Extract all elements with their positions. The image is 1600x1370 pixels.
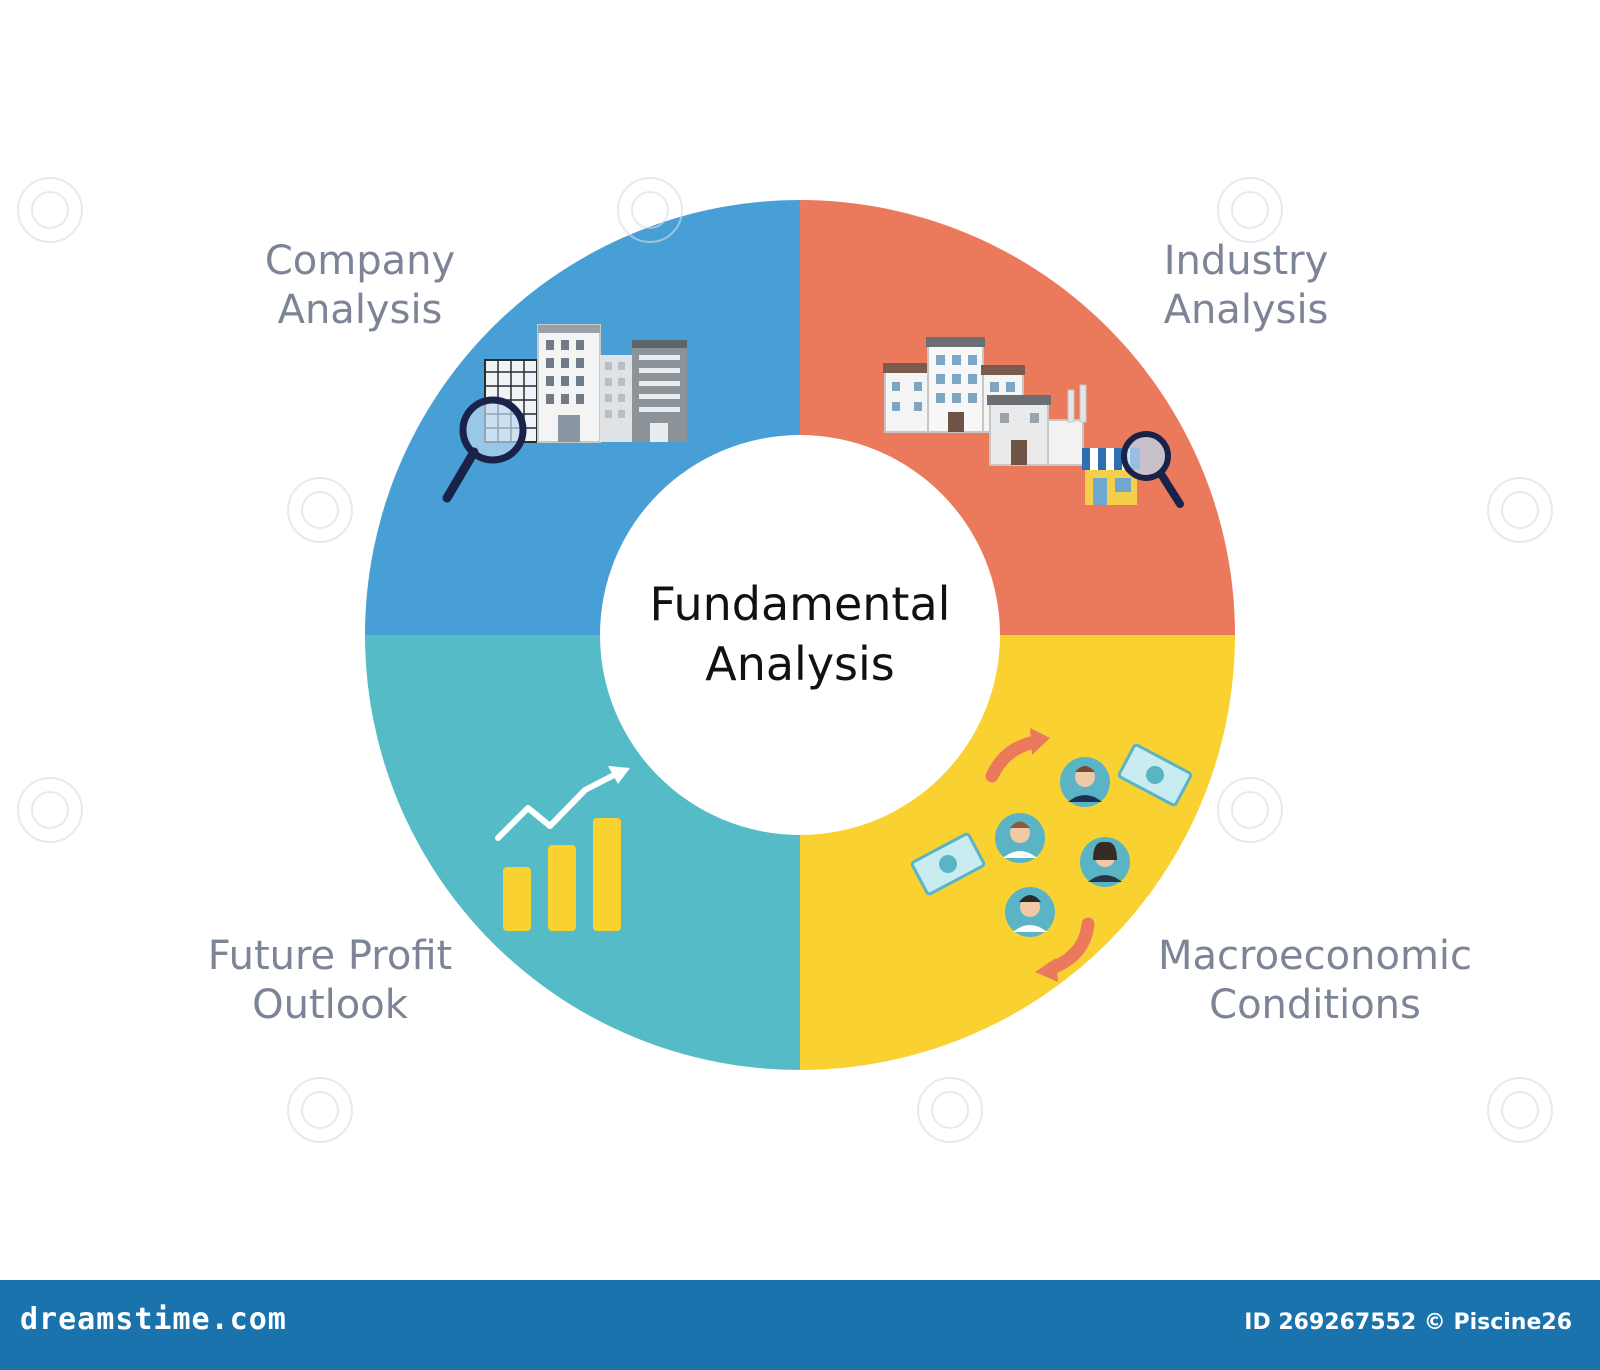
label-future-line2: Outlook: [252, 982, 408, 1028]
donut-diagram: [17, 177, 1553, 1143]
factory-shop-magnifier-icon: [883, 337, 1184, 508]
diagram-canvas: [17, 177, 1553, 1143]
center-title-line1: Fundamental: [649, 577, 951, 631]
label-future-line1: Future Profit: [207, 933, 453, 979]
footer-brand-logo[interactable]: dreamstime.com: [20, 1302, 287, 1337]
label-company-line2: Analysis: [277, 287, 443, 333]
label-industry-line1: Industry: [1163, 238, 1329, 284]
label-future-profit-outlook: Future Profit Outlook: [200, 932, 460, 1030]
watermark-pattern: [17, 177, 1553, 1143]
footer-bar: dreamstime.com ID 269267552 © Piscine26: [0, 1280, 1600, 1370]
center-title-line2: Analysis: [705, 637, 895, 691]
segment-future-profit-outlook: [365, 635, 800, 1070]
label-industry-line2: Analysis: [1163, 287, 1329, 333]
growth-bar-chart-icon: [495, 766, 630, 931]
people-money-cycle-icon: [910, 728, 1193, 982]
label-company-line1: Company: [264, 238, 456, 284]
label-macro-line1: Macroeconomic: [1157, 933, 1473, 979]
label-industry-analysis: Industry Analysis: [1126, 237, 1366, 335]
label-macro-line2: Conditions: [1209, 982, 1421, 1028]
footer-image-credit: ID 269267552 © Piscine26: [1244, 1310, 1572, 1335]
office-buildings-magnifier-icon: [442, 324, 687, 503]
label-macroeconomic-conditions: Macroeconomic Conditions: [1150, 932, 1480, 1030]
center-title: Fundamental Analysis: [600, 574, 1000, 694]
label-company-analysis: Company Analysis: [240, 237, 480, 335]
